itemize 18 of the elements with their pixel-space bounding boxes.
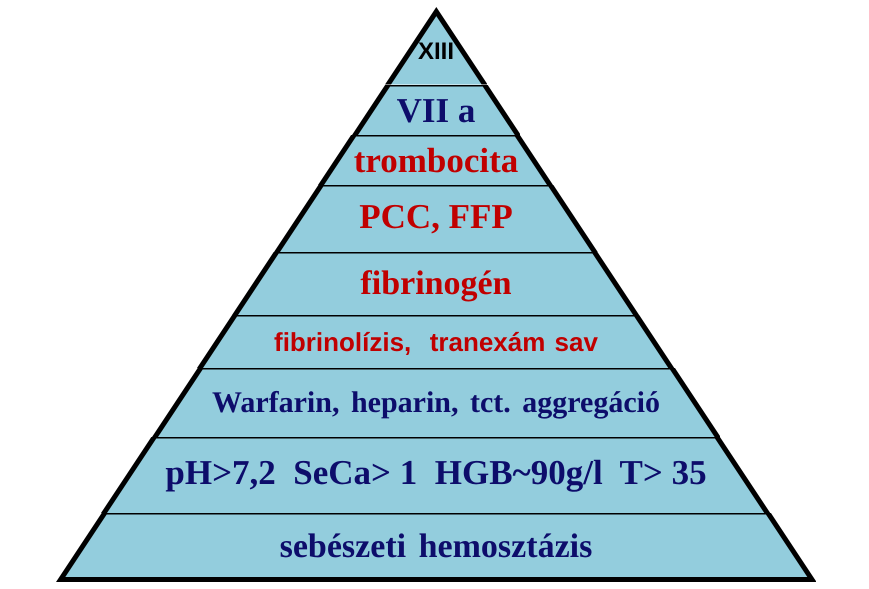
pyramid-tier [274, 185, 598, 252]
pyramid-tier [318, 135, 554, 185]
tier-label: pH>7,2 SeCa> 1 HGB~90g/l T> 35 [165, 454, 707, 490]
tier-label: VII a [396, 92, 476, 128]
pyramid-tier [101, 437, 771, 513]
tier-label: trombocita [354, 142, 518, 178]
tier-label: fibrinolízis, tranexám sav [274, 328, 598, 354]
tier-label: XIII [418, 40, 454, 64]
tier-label: sebészeti hemosztázis [280, 530, 592, 564]
tier-label: PCC, FFP [359, 199, 513, 234]
pyramid-apex-tier [384, 7, 488, 85]
pyramid-tier [232, 252, 640, 315]
tier-label: fibrinogén [360, 266, 512, 300]
pyramid-tier [197, 315, 675, 368]
pyramid-tier [152, 368, 720, 437]
pyramid-tier [352, 85, 520, 135]
pyramid-tier [56, 513, 816, 582]
tier-label: Warfarin, heparin, tct. aggregáció [212, 388, 660, 418]
